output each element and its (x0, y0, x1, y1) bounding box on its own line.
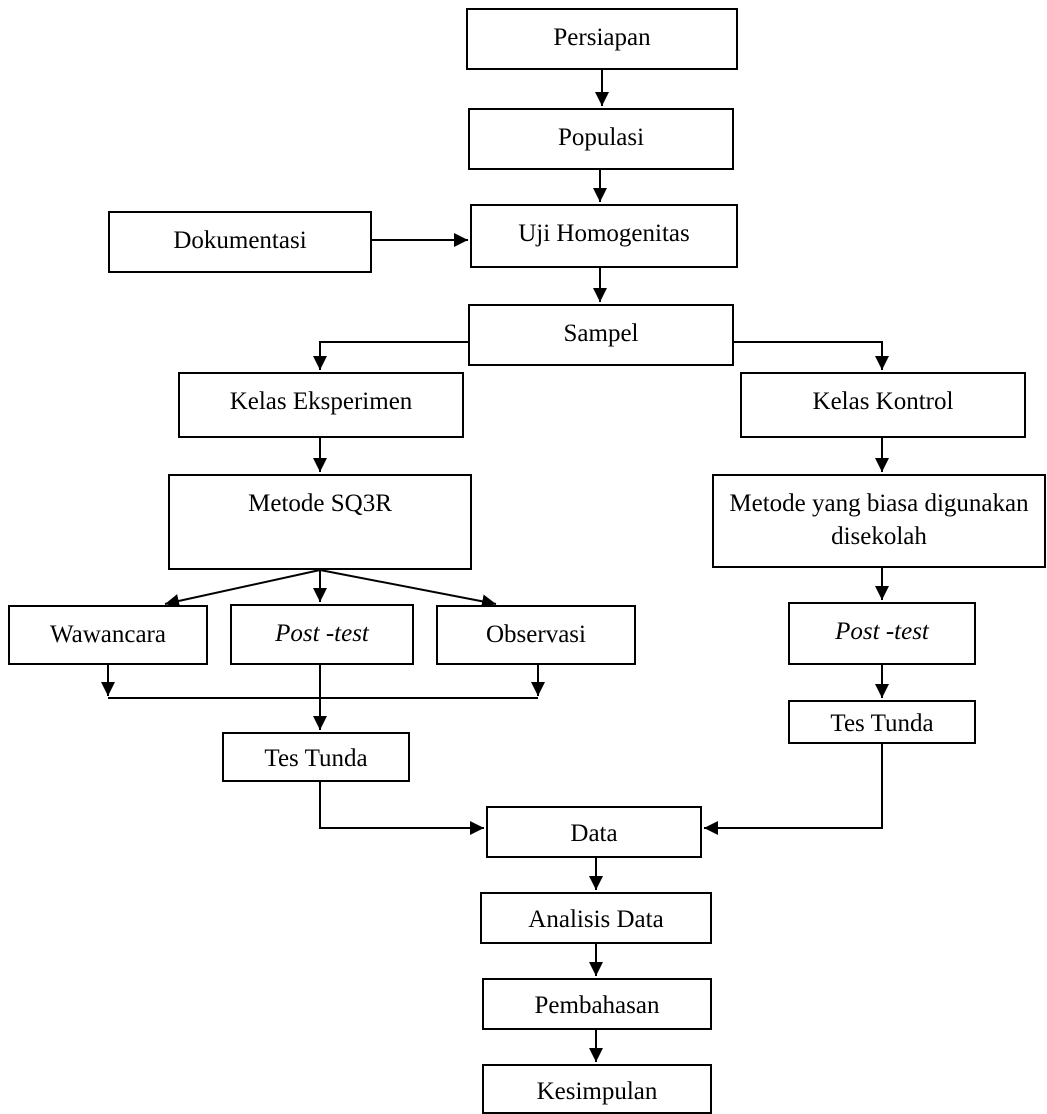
node-wawancara: Wawancara (8, 605, 208, 665)
node-tes-tunda-eksperimen: Tes Tunda (222, 732, 410, 782)
arrow-testunda-data (319, 782, 484, 835)
node-analisis-data: Analisis Data (480, 892, 712, 944)
node-observasi: Observasi (436, 605, 636, 665)
node-kelas-eksperimen: Kelas Eksperimen (178, 372, 464, 438)
node-uji-homogenitas: Uji Homogenitas (470, 204, 738, 268)
node-metode-sq3r: Metode SQ3R (168, 474, 472, 570)
arrow-sq3r-wawancara (164, 569, 321, 608)
arrow-sampel-eksperimen (313, 341, 468, 370)
node-post-test-kontrol: Post -test (788, 602, 976, 665)
arrow-sq3r-observasi (319, 569, 497, 609)
node-kelas-kontrol: Kelas Kontrol (740, 372, 1026, 438)
node-pembahasan: Pembahasan (482, 978, 712, 1030)
node-metode-biasa: Metode yang biasa digunakan disekolah (712, 474, 1046, 568)
arrow-sampel-kontrol (734, 341, 889, 370)
node-dokumentasi: Dokumentasi (108, 211, 372, 273)
node-sampel: Sampel (468, 304, 734, 366)
node-populasi: Populasi (468, 108, 734, 170)
node-post-test-eksperimen: Post -test (230, 604, 414, 665)
node-tes-tunda-kontrol: Tes Tunda (788, 700, 976, 744)
arrow-testunda-kontrol-data (704, 744, 883, 835)
node-persiapan: Persiapan (466, 8, 738, 70)
node-data: Data (486, 806, 702, 858)
node-kesimpulan: Kesimpulan (482, 1064, 712, 1114)
